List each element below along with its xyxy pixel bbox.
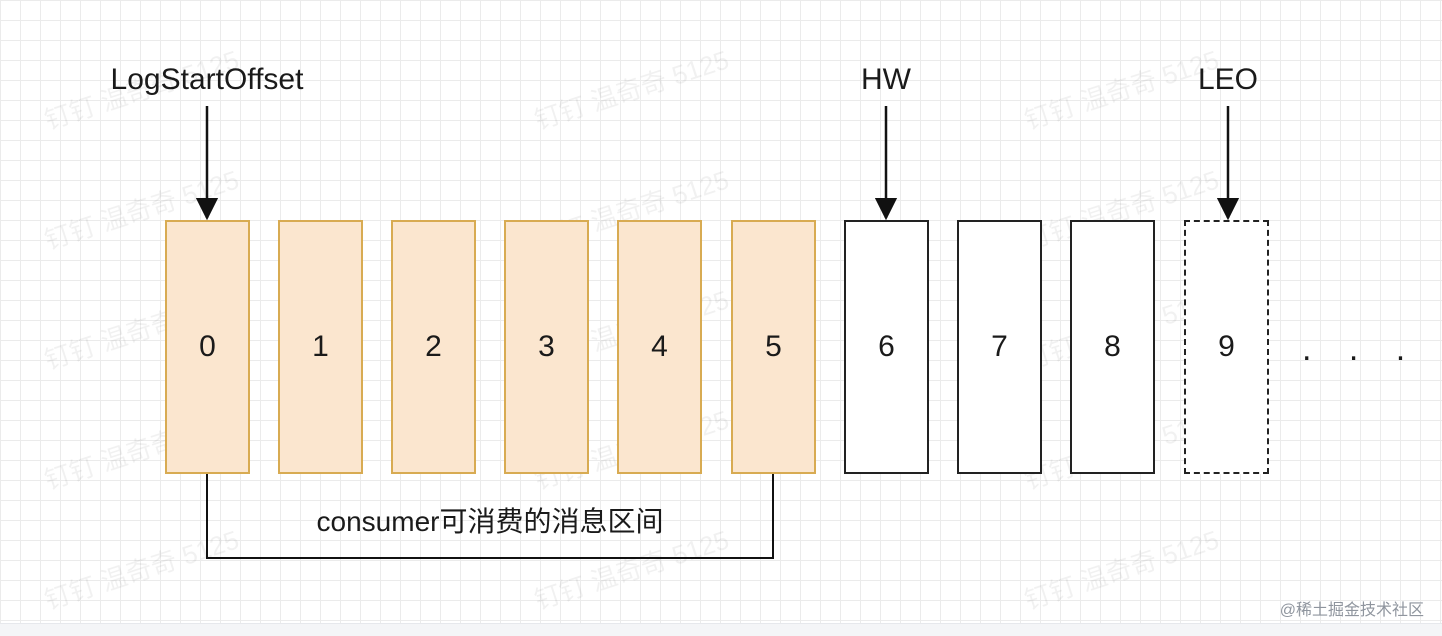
cell-offset-label: 5 [765,330,782,363]
consumable-range-bracket [206,474,774,559]
cell-offset-label: 1 [312,330,329,363]
site-watermark: @稀土掘金技术社区 [1279,602,1424,619]
message-cell-6: 6 [844,220,929,474]
message-cell-5: 5 [731,220,816,474]
message-cell-9: 9 [1184,220,1269,474]
cell-offset-label: 6 [878,330,895,363]
cell-offset-label: 3 [538,330,555,363]
log-start-offset-label: LogStartOffset [110,63,304,96]
message-cell-7: 7 [957,220,1042,474]
message-cell-2: 2 [391,220,476,474]
cell-offset-label: 9 [1218,330,1235,363]
cell-offset-label: 4 [651,330,668,363]
message-cell-3: 3 [504,220,589,474]
bottom-strip [0,623,1442,636]
more-messages-ellipsis: . . . [1302,330,1420,368]
cell-offset-label: 2 [425,330,442,363]
hw-label: HW [861,63,911,96]
message-cell-0: 0 [165,220,250,474]
cell-offset-label: 8 [1104,330,1121,363]
leo-label: LEO [1197,63,1259,96]
cell-offset-label: 7 [991,330,1008,363]
cell-offset-label: 0 [199,330,216,363]
message-cell-1: 1 [278,220,363,474]
consumable-range-label: consumer可消费的消息区间 [316,506,664,537]
message-cell-4: 4 [617,220,702,474]
message-cell-8: 8 [1070,220,1155,474]
